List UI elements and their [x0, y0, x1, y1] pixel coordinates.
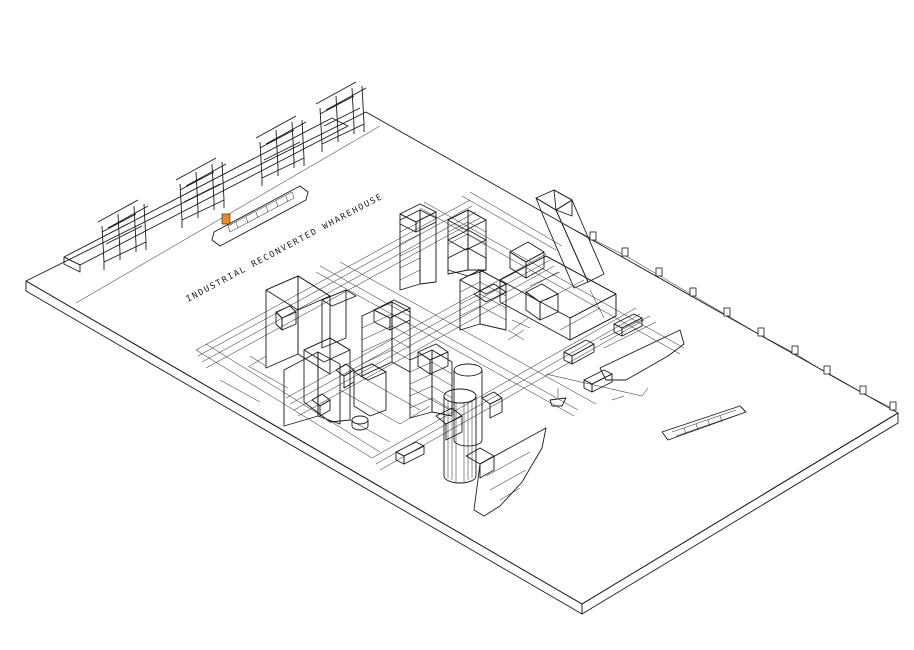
container-crane: [255, 115, 307, 186]
teal-volumes: [275, 241, 559, 479]
road-network: [195, 191, 685, 471]
yellow-container: [583, 369, 613, 393]
warehouse-annotation-label: INDUSTRIAL RECONVERTED WHAREHOUSE: [185, 192, 385, 305]
container-crane-row: [97, 81, 367, 270]
cylinder-tower: [443, 388, 477, 484]
building-purple-tower: [399, 203, 437, 291]
container-ship: [211, 185, 309, 247]
building-pink-stacked: [459, 269, 507, 331]
building-purple-cluster: [283, 337, 387, 427]
teal-block: [311, 393, 331, 417]
ship-bridge: [221, 213, 231, 225]
yellow-kiosk: [351, 415, 369, 431]
teal-block: [481, 391, 503, 419]
building-light-pink-large: [265, 275, 357, 375]
building-hot-pink-complex: [499, 255, 617, 341]
teal-block: [335, 363, 355, 389]
teal-block: [275, 305, 297, 331]
waterfront-bollards: [559, 221, 897, 411]
building-orange-tower: [535, 189, 605, 289]
container-crane: [315, 81, 367, 152]
site-base-slab: [25, 111, 899, 615]
teal-block: [417, 343, 449, 375]
small-boat: [549, 388, 567, 407]
road-intersections: [249, 317, 531, 367]
teal-block: [525, 283, 559, 321]
container-crane: [97, 199, 149, 270]
harbour-quay: [63, 117, 349, 273]
yellow-container: [563, 339, 595, 365]
building-pink-striped-mid: [361, 299, 411, 377]
building-pink-yellow-tower: [447, 209, 487, 277]
teal-block: [509, 241, 545, 279]
yellow-container: [613, 313, 643, 337]
teal-block: [435, 407, 463, 441]
yellow-containers: [395, 313, 643, 465]
yellow-container: [395, 441, 425, 465]
container-crane: [175, 157, 227, 228]
teal-block: [465, 447, 495, 479]
waterfront-marina: [473, 315, 685, 517]
river-barge: [661, 405, 747, 441]
